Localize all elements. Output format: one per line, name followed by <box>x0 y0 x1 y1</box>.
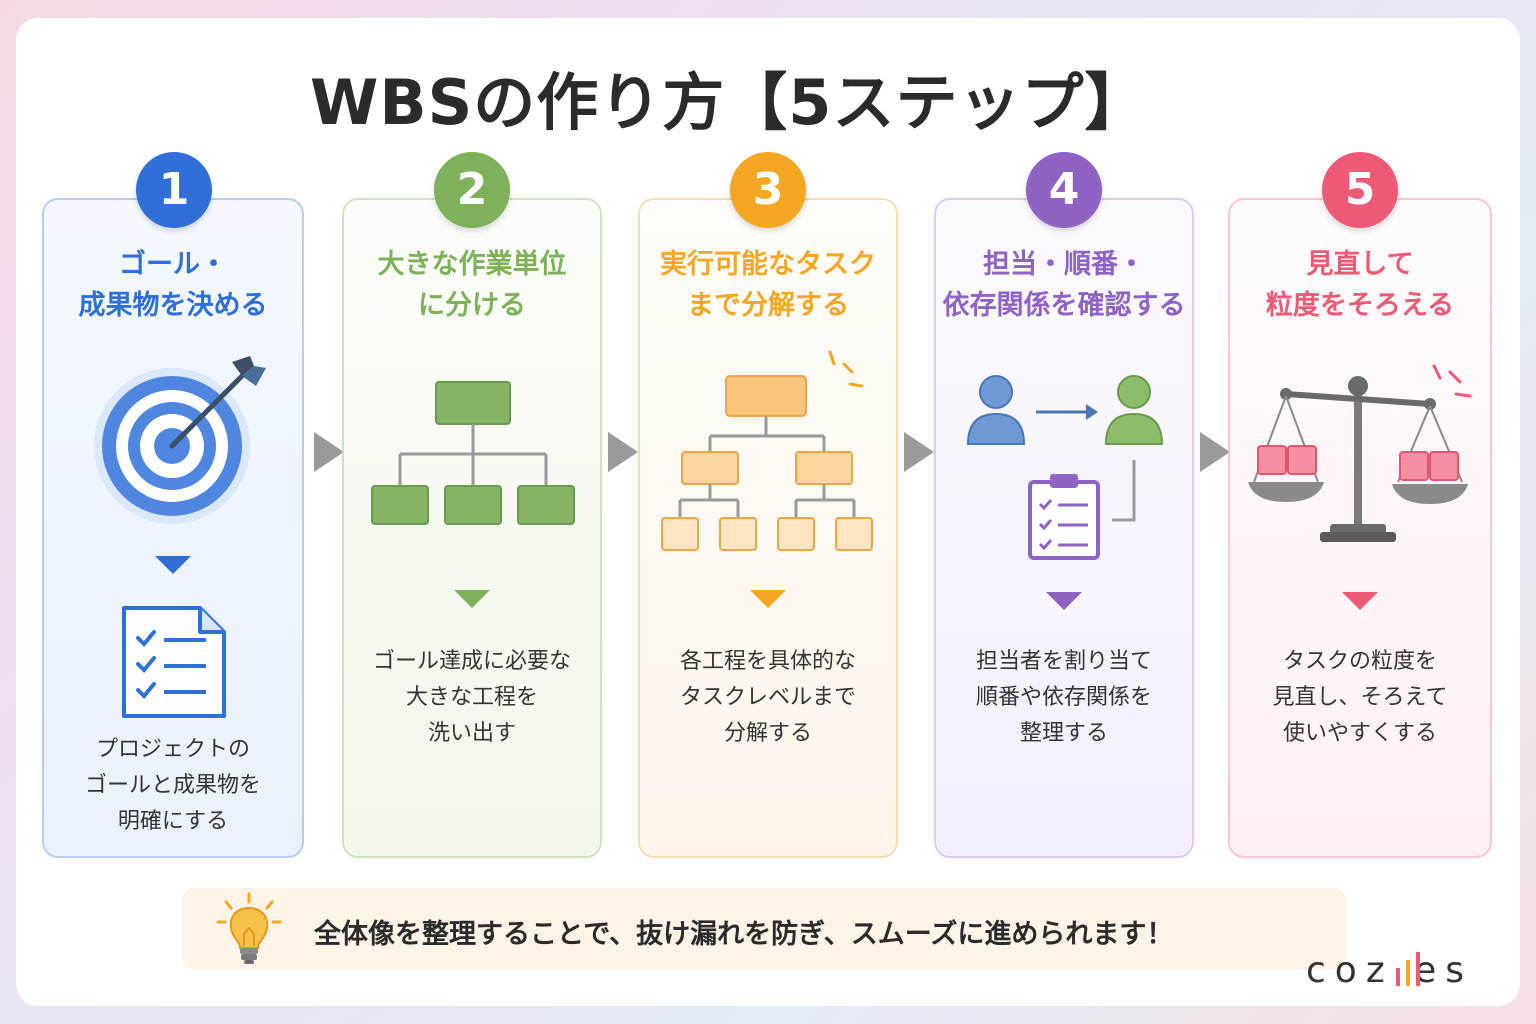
brand-text: coz es <box>1306 950 1474 991</box>
down-arrow-1 <box>155 556 191 574</box>
step-desc-3: 各工程を具体的なタスクレベルまで分解する <box>679 649 856 746</box>
step-card-2 <box>342 198 602 858</box>
side-arrow-1 <box>314 432 344 472</box>
step-desc-5: タスクの粒度を見直し、そろえて使いやすくする <box>1272 649 1448 746</box>
step-badge-5: 5 <box>1322 152 1398 228</box>
step-desc-1: プロジェクトのゴールと成果物を明確にする <box>84 737 261 834</box>
tip-text: 全体像を整理することで、抜け漏れを防ぎ、スムーズに進められます！ <box>314 919 1174 950</box>
checklist-icon <box>122 606 226 718</box>
step-card-1 <box>42 198 304 858</box>
down-arrow-2 <box>454 590 490 608</box>
step-desc-2: ゴール達成に必要な大きな工程を洗い出す <box>372 649 571 746</box>
balance-scale-icon <box>1248 364 1472 542</box>
step-title-5: 見直して粒度をそろえる <box>1265 249 1455 321</box>
step-title-4: 担当・順番・依存関係を確認する <box>942 249 1186 321</box>
step-title-1: ゴール・成果物を決める <box>78 249 268 321</box>
target-arrow-icon <box>94 356 266 524</box>
step-badge-2: 2 <box>434 152 510 228</box>
tree-hierarchy-icon <box>371 381 575 525</box>
step-title-2: 大きな作業単位に分ける <box>377 249 567 321</box>
step-badge-1: 1 <box>136 152 212 228</box>
brand-logo: coz es <box>1306 950 1473 991</box>
down-arrow-4 <box>1046 592 1082 610</box>
side-arrow-2 <box>608 432 638 472</box>
task-breakdown-icon <box>661 350 873 551</box>
side-arrow-4 <box>1200 432 1230 472</box>
lightbulb-icon <box>216 892 282 964</box>
side-arrow-3 <box>904 432 934 472</box>
step-badge-3: 3 <box>730 152 806 228</box>
step-badge-4: 4 <box>1026 152 1102 228</box>
down-arrow-3 <box>750 590 786 608</box>
page-title: WBSの作り方【5ステップ】 <box>310 66 1148 139</box>
brand-bars-icon <box>1396 952 1420 986</box>
tip-bar <box>182 888 1346 970</box>
step-title-3: 実行可能なタスクまで分解する <box>660 249 876 321</box>
down-arrow-5 <box>1342 592 1378 610</box>
step-desc-4: 担当者を割り当て順番や依存関係を整理する <box>975 649 1152 746</box>
people-clipboard-icon <box>966 375 1164 560</box>
